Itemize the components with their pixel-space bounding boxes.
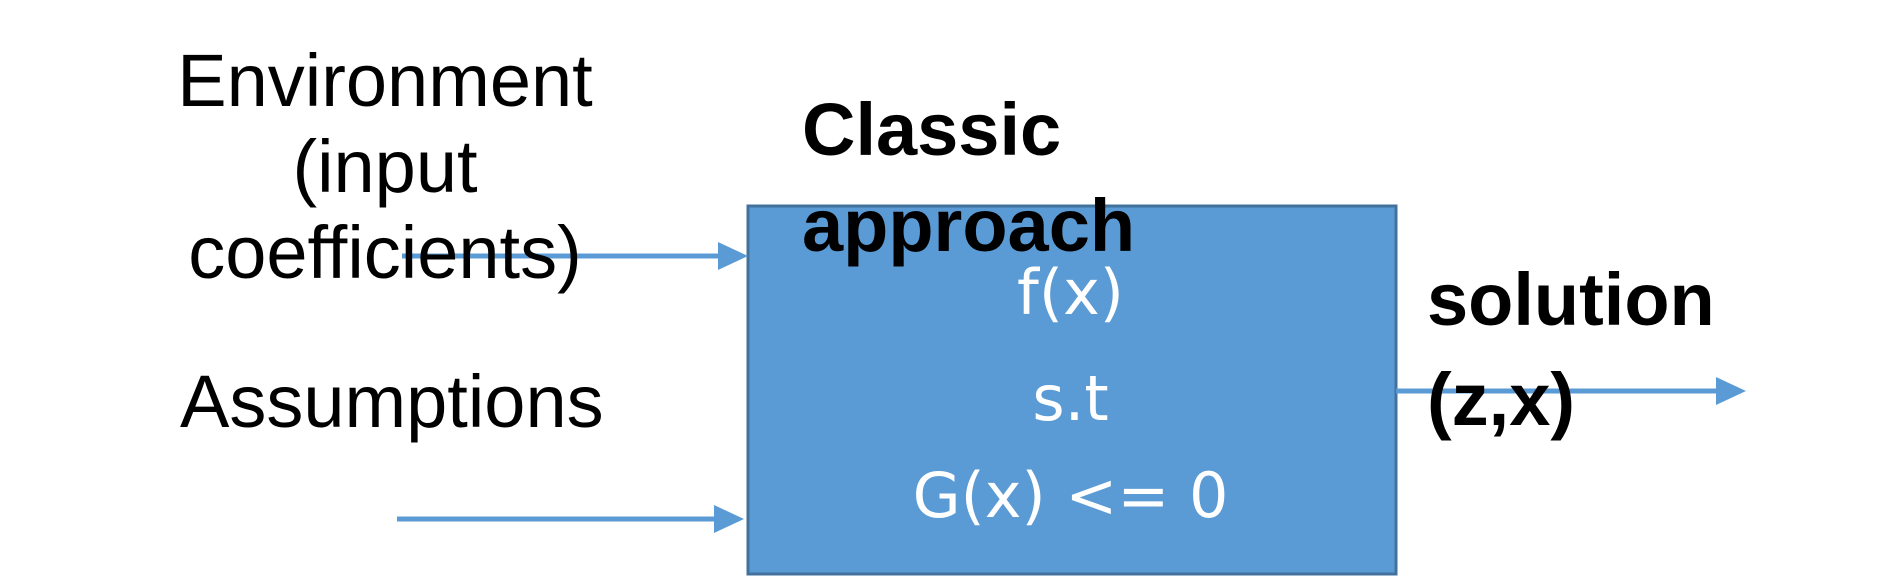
solution-label-line-2: (z,x) [1427,358,1575,441]
classic-approach-title-line-1: Classic [802,88,1062,171]
solution-label-line-1: solution [1427,258,1715,341]
classic-approach-title: Classic approach [802,82,1135,274]
classic-approach-title-line-2: approach [802,184,1136,267]
arrow-model-to-solution [1396,377,1746,405]
model-box [746,204,1398,576]
objective-function: f(x) [1017,256,1124,329]
environment-label-line-2: (input [292,125,478,208]
subject-to-label: s.t [1032,362,1109,435]
constraint-expression: G(x) <= 0 [912,459,1229,532]
environment-label-line-3: coefficients) [188,211,582,294]
environment-label: Environment (input coefficients) [140,38,630,296]
assumptions-label: Assumptions [180,360,604,443]
arrow-environment-to-model [402,242,748,270]
arrow-assumptions-to-model [397,505,744,533]
environment-label-line-1: Environment [177,39,593,122]
solution-label: solution (z,x) [1427,250,1715,450]
